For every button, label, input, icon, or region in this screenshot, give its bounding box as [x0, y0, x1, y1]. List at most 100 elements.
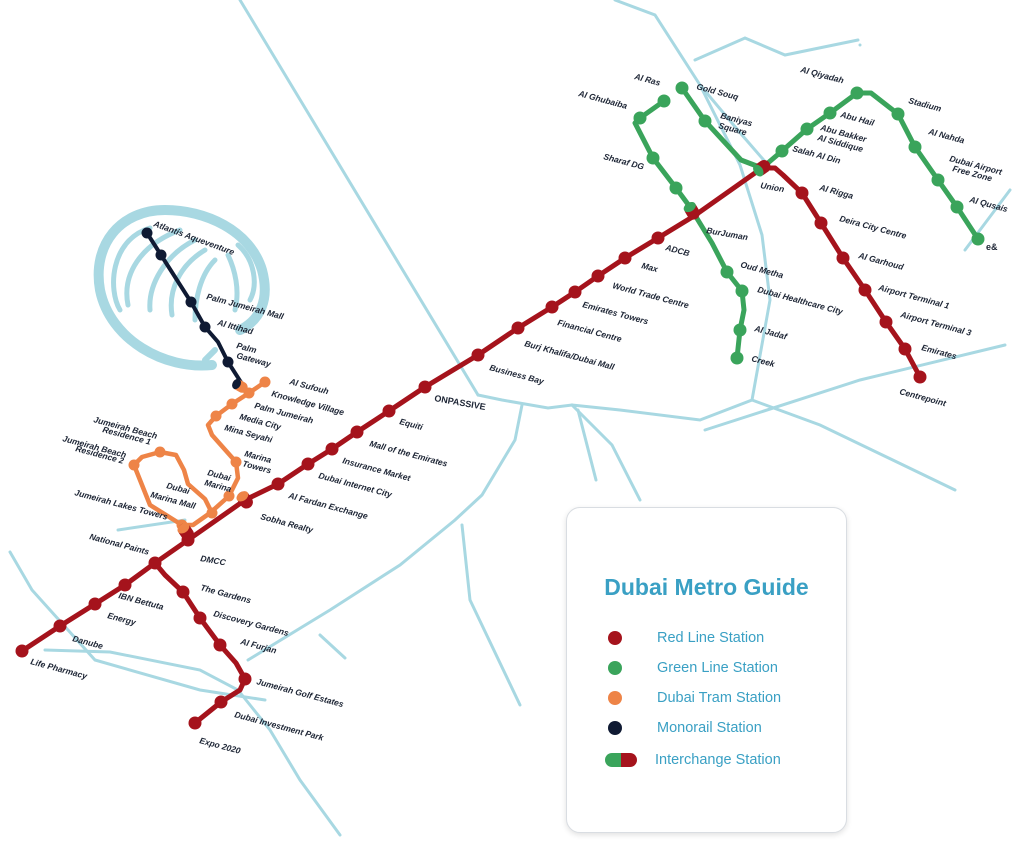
- tram-station[interactable]: [128, 459, 140, 471]
- red-station[interactable]: [382, 404, 396, 418]
- label-energy: Energy: [106, 610, 138, 627]
- red-station[interactable]: [188, 716, 202, 730]
- red-station[interactable]: [814, 216, 828, 230]
- tram-station[interactable]: [206, 507, 218, 519]
- green-station[interactable]: [646, 151, 660, 165]
- red-station[interactable]: [913, 370, 927, 384]
- legend-label: Interchange Station: [655, 752, 781, 768]
- green-station[interactable]: [775, 144, 789, 158]
- label-al-garhoud: Al Garhoud: [857, 250, 906, 272]
- red-station[interactable]: [471, 348, 485, 362]
- red-station[interactable]: [53, 619, 67, 633]
- label-stadium: Stadium: [907, 95, 942, 113]
- label-max: Max: [640, 260, 660, 274]
- label-abu-hail: Abu Hail: [839, 109, 876, 128]
- label-al-fardan: Al Fardan Exchange: [287, 490, 370, 521]
- monorail-station[interactable]: [185, 296, 197, 308]
- label-gold-souq: Gold Souq: [695, 81, 740, 102]
- tram-station[interactable]: [210, 410, 222, 422]
- red-station[interactable]: [651, 231, 665, 245]
- label-equiti: Equiti: [398, 416, 424, 432]
- interchange-station-dmcc[interactable]: [176, 521, 197, 543]
- red-station[interactable]: [898, 342, 912, 356]
- label-discovery-gardens: Discovery Gardens: [212, 608, 290, 638]
- tram-station[interactable]: [230, 456, 242, 468]
- red-station[interactable]: [879, 315, 893, 329]
- red-station[interactable]: [418, 380, 432, 394]
- green-station[interactable]: [823, 106, 837, 120]
- red-station[interactable]: [591, 269, 605, 283]
- red-station[interactable]: [88, 597, 102, 611]
- monorail-station[interactable]: [199, 321, 211, 333]
- station-labels: Atlantis Aqueventure Palm Jumeirah Mall …: [29, 64, 1009, 756]
- green-station[interactable]: [891, 107, 905, 121]
- legend-item-interchange: Interchange Station: [605, 750, 781, 770]
- red-station[interactable]: [214, 695, 228, 709]
- green-station[interactable]: [908, 140, 922, 154]
- green-station[interactable]: [720, 265, 734, 279]
- label-oud-metha: Oud Metha: [739, 259, 784, 280]
- label-airport-t3: Airport Terminal 3: [899, 309, 973, 338]
- green-station[interactable]: [950, 200, 964, 214]
- tram-station[interactable]: [259, 376, 271, 388]
- red-station[interactable]: [350, 425, 364, 439]
- red-station[interactable]: [238, 672, 252, 686]
- tram-station[interactable]: [223, 490, 235, 502]
- green-station[interactable]: [633, 111, 647, 125]
- red-station[interactable]: [271, 477, 285, 491]
- green-station[interactable]: [850, 86, 864, 100]
- legend-item-monorail: Monorail Station: [605, 718, 762, 738]
- orange-dot-icon: [608, 691, 622, 705]
- red-station[interactable]: [618, 251, 632, 265]
- tram-station[interactable]: [226, 398, 238, 410]
- red-station[interactable]: [325, 442, 339, 456]
- green-station[interactable]: [698, 114, 712, 128]
- green-station[interactable]: [675, 81, 689, 95]
- red-line: [19, 165, 923, 726]
- green-station[interactable]: [971, 232, 985, 246]
- red-station[interactable]: [193, 611, 207, 625]
- label-national-paints: National Paints: [88, 531, 150, 557]
- red-station[interactable]: [568, 285, 582, 299]
- label-business-bay: Business Bay: [488, 362, 546, 386]
- label-adcb: ADCB: [664, 242, 691, 258]
- label-jumeirah-golf-estates: Jumeirah Golf Estates: [255, 676, 345, 709]
- label-emirates: Emirates: [920, 342, 958, 361]
- interchange-station-burjuman[interactable]: [682, 200, 702, 222]
- red-station[interactable]: [301, 457, 315, 471]
- red-station[interactable]: [176, 585, 190, 599]
- green-station[interactable]: [800, 122, 814, 136]
- red-station[interactable]: [118, 578, 132, 592]
- green-station[interactable]: [669, 181, 683, 195]
- label-expo-2020: Expo 2020: [198, 735, 241, 756]
- green-station[interactable]: [730, 351, 744, 365]
- tram-station[interactable]: [154, 446, 166, 458]
- label-emirates-towers: Emirates Towers: [581, 299, 649, 326]
- red-station[interactable]: [545, 300, 559, 314]
- red-station[interactable]: [858, 283, 872, 297]
- red-station[interactable]: [836, 251, 850, 265]
- label-ibn-battuta: IBN Bettuta: [117, 590, 165, 612]
- green-station[interactable]: [931, 173, 945, 187]
- red-station[interactable]: [511, 321, 525, 335]
- monorail-station[interactable]: [222, 356, 234, 368]
- monorail-station[interactable]: [155, 249, 167, 261]
- label-burj-khalifa: Burj Khalifa/Dubai Mall: [523, 338, 616, 372]
- red-station[interactable]: [795, 186, 809, 200]
- navy-dot-icon: [608, 721, 622, 735]
- label-world-trade-centre: World Trade Centre: [611, 280, 690, 310]
- label-centrepoint: Centrepoint: [898, 386, 948, 408]
- green-station[interactable]: [657, 94, 671, 108]
- green-station[interactable]: [735, 284, 749, 298]
- green-station[interactable]: [733, 323, 747, 337]
- label-al-nahda: Al Nahda: [927, 126, 966, 146]
- monorail-station[interactable]: [141, 227, 153, 239]
- interchange-station-sobha[interactable]: [235, 489, 256, 511]
- label-al-ghubaiba: Al Ghubaiba: [577, 88, 629, 111]
- red-station[interactable]: [213, 638, 227, 652]
- interchange-station-palm-jumeirah[interactable]: [230, 377, 249, 395]
- red-station[interactable]: [148, 556, 162, 570]
- legend-item-green: Green Line Station: [605, 658, 778, 678]
- interchange-station-union[interactable]: [751, 158, 773, 179]
- red-station[interactable]: [15, 644, 29, 658]
